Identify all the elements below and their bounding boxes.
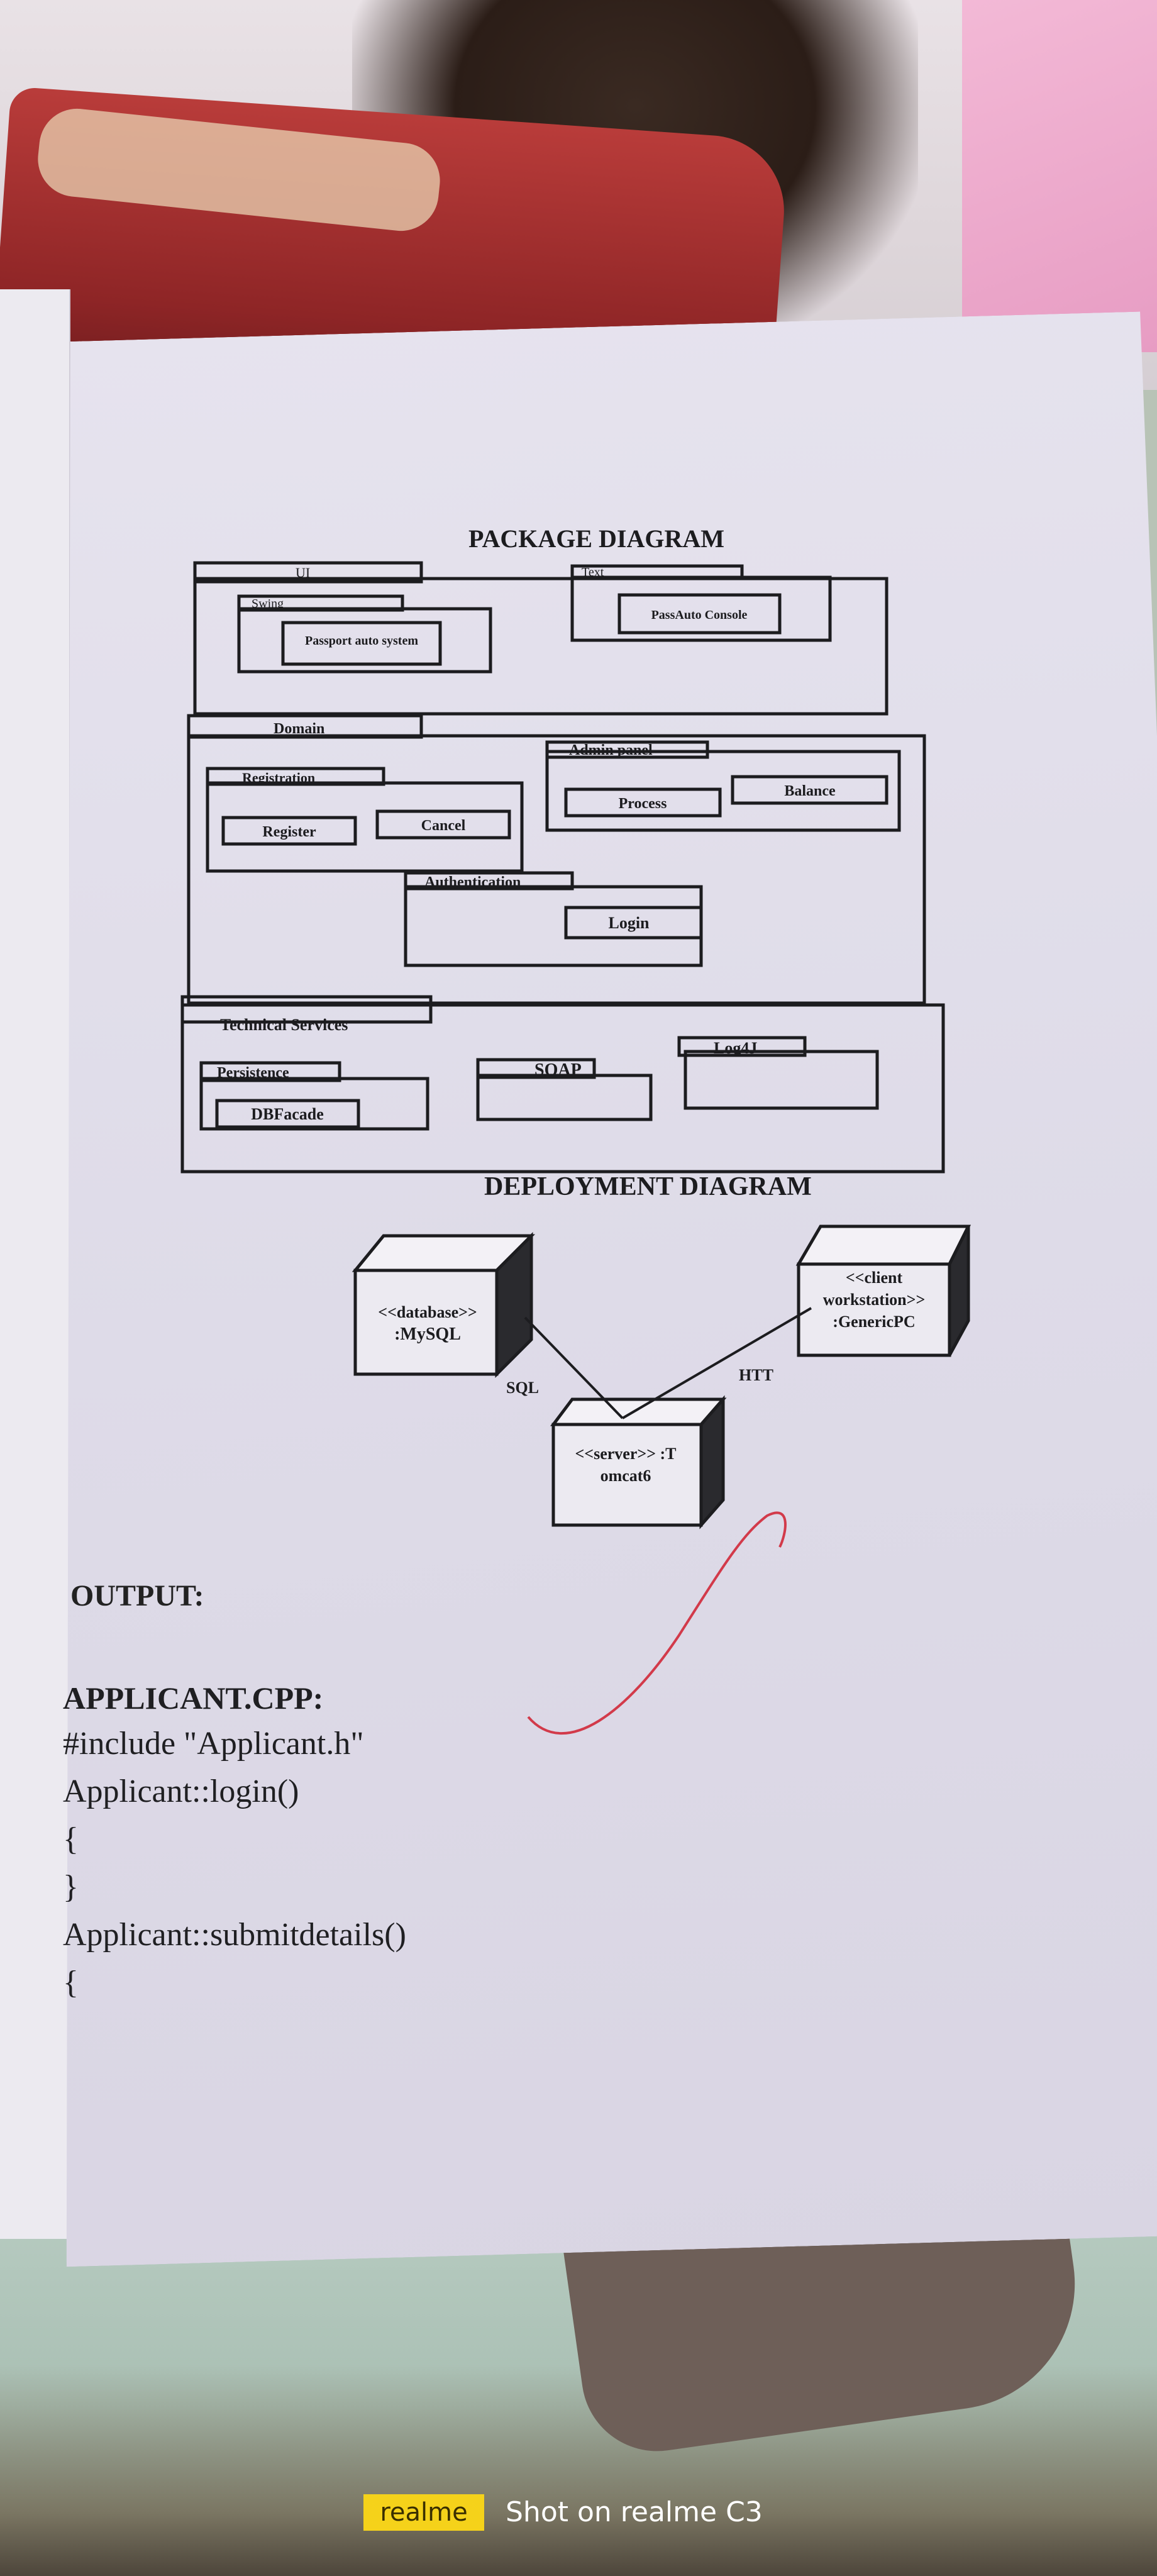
- passport-auto-line-1: Passport auto system: [305, 634, 418, 648]
- http-link: [621, 1307, 812, 1419]
- swing-package-label: Swing: [252, 597, 284, 611]
- server-node-front: [551, 1423, 703, 1527]
- file-heading: APPLICANT.CPP:: [63, 1680, 324, 1716]
- log4j-tab: [677, 1036, 807, 1057]
- domain-package: [187, 734, 926, 1005]
- server-node-label-2: omcat6: [601, 1467, 651, 1485]
- process-label: Process: [619, 796, 667, 812]
- cancel-box: [375, 809, 511, 840]
- server-node-top: [550, 1397, 727, 1426]
- client-node-label-3: :GenericPC: [833, 1313, 915, 1331]
- code-line: Applicant::login(): [63, 1774, 299, 1809]
- log4j-label: Log4J: [714, 1039, 757, 1057]
- passauto-console-label: PassAuto Console: [651, 608, 748, 622]
- ui-package-tab: [193, 561, 423, 584]
- pink-cloth: [962, 0, 1157, 352]
- swing-tab: [237, 594, 404, 612]
- balance-box: [731, 775, 889, 805]
- admin-panel-tab: [545, 740, 709, 759]
- code-block: APPLICANT.CPP: #include "Applicant.h" Ap…: [63, 1676, 692, 2007]
- passport-auto-box: [281, 621, 442, 666]
- login-box: [564, 906, 703, 940]
- code-line: }: [63, 1869, 79, 1905]
- soap-package: [476, 1074, 653, 1121]
- ui-package-label: UI: [296, 565, 310, 580]
- persistence-label: Persistence: [217, 1065, 289, 1081]
- client-node-label-1: <<client: [846, 1269, 903, 1287]
- balance-label: Balance: [784, 783, 836, 799]
- output-section: OUTPUT:: [70, 1579, 636, 1663]
- passauto-console-box: [617, 593, 782, 635]
- sql-link-label: SQL: [506, 1379, 539, 1397]
- login-label: Login: [608, 914, 650, 932]
- domain-package-label: Domain: [274, 721, 324, 737]
- dbfacade-label: DBFacade: [251, 1105, 324, 1123]
- http-link-label: HTT: [739, 1366, 773, 1384]
- red-pen-mark: [527, 1511, 787, 1735]
- code-line: Applicant::submitdetails(): [63, 1917, 406, 1953]
- code-line: {: [63, 1821, 79, 1857]
- technical-services-label: Technical Services: [220, 1016, 348, 1034]
- authentication-label: Authentication: [424, 874, 521, 891]
- watermark-caption: Shot on realme C3: [506, 2496, 763, 2528]
- package-diagram-title: PACKAGE DIAGRAM: [468, 525, 724, 553]
- database-node-label-2: :MySQL: [394, 1324, 461, 1344]
- registration-tab: [206, 767, 385, 786]
- registration-label: Registration: [242, 770, 315, 786]
- text-package-label: Text: [582, 565, 604, 579]
- authentication-tab: [404, 871, 574, 891]
- cancel-label: Cancel: [421, 818, 466, 834]
- technical-services-tab: [180, 995, 433, 1024]
- log4j-package: [684, 1050, 879, 1110]
- admin-panel-package: [545, 750, 901, 832]
- output-heading: OUTPUT:: [70, 1579, 204, 1613]
- registration-package: [206, 781, 524, 873]
- technical-services-package: [180, 1003, 945, 1174]
- text-tab: [570, 564, 744, 580]
- deployment-diagram-title: DEPLOYMENT DIAGRAM: [484, 1172, 812, 1201]
- paper-diagrams: PACKAGE DIAGRAM UI Swing Passport auto s…: [180, 525, 972, 1735]
- domain-tab: [187, 714, 423, 739]
- database-node-front: [353, 1269, 499, 1376]
- ui-package: [193, 577, 889, 716]
- soap-tab: [476, 1058, 596, 1079]
- client-node-front: [797, 1262, 951, 1357]
- admin-panel-label: Admin panel: [569, 742, 653, 758]
- sql-link: [524, 1316, 624, 1419]
- register-label: Register: [262, 824, 316, 840]
- authentication-package: [404, 885, 703, 967]
- passport-auto-label: Passport auto system: [305, 634, 418, 648]
- client-node-top: [795, 1224, 972, 1266]
- persistence-package: [199, 1077, 429, 1131]
- code-line: #include "Applicant.h": [63, 1726, 364, 1762]
- server-node-label-1: <<server>> :T: [575, 1445, 676, 1463]
- process-box: [564, 787, 722, 818]
- persistence-tab: [199, 1061, 341, 1082]
- database-node-label-1: <<database>>: [378, 1303, 477, 1321]
- register-box: [221, 816, 357, 846]
- code-line: {: [63, 1965, 79, 2001]
- soap-label: SOAP: [534, 1060, 582, 1080]
- client-node-label-2: workstation>>: [823, 1291, 926, 1309]
- watermark-brand: realme: [363, 2494, 484, 2531]
- dbfacade-box: [215, 1099, 360, 1129]
